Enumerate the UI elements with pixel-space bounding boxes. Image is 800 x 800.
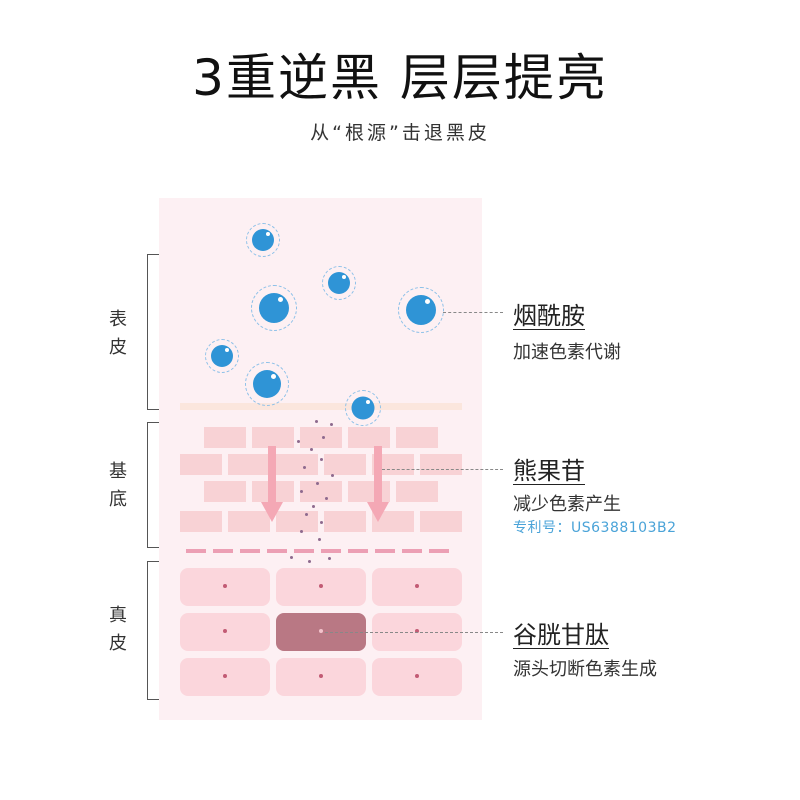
cell-nucleus xyxy=(415,674,419,678)
leader-line xyxy=(443,312,503,313)
brick xyxy=(396,427,438,448)
cell-nucleus xyxy=(319,584,323,588)
cell-nucleus xyxy=(319,674,323,678)
ingredient-name: 熊果苷 xyxy=(513,451,585,486)
pigment-dot xyxy=(312,505,315,508)
dermis-bracket xyxy=(147,561,159,700)
pigment-dot xyxy=(330,423,333,426)
pigment-dot xyxy=(310,448,313,451)
brick xyxy=(420,454,462,475)
brick xyxy=(324,454,366,475)
brick xyxy=(348,481,390,502)
pigment-dot xyxy=(318,538,321,541)
ingredient-name: 谷胱甘肽 xyxy=(513,615,609,650)
pigment-dot xyxy=(308,560,311,563)
pigment-dot xyxy=(315,420,318,423)
brick xyxy=(300,427,342,448)
membrane-dash xyxy=(375,549,395,553)
cell-nucleus xyxy=(223,629,227,633)
patent-number: 专利号：US6388103B2 xyxy=(513,517,677,537)
melanin-bubble-icon xyxy=(251,285,297,331)
pigment-dot xyxy=(331,474,334,477)
melanin-bubble-icon xyxy=(322,266,356,300)
cell-nucleus xyxy=(223,674,227,678)
membrane-dash xyxy=(240,549,260,553)
layer-label-dermis-1: 真 xyxy=(103,601,133,631)
melanin-bubble-icon xyxy=(205,339,239,373)
pigment-dot xyxy=(320,458,323,461)
brick xyxy=(228,454,270,475)
page-title: 3重逆黑 层层提亮 xyxy=(0,38,800,110)
brick xyxy=(300,481,342,502)
layer-label-basal-2: 底 xyxy=(103,485,133,515)
pigment-dot xyxy=(322,436,325,439)
brick xyxy=(396,481,438,502)
ingredient-name: 烟酰胺 xyxy=(513,296,585,331)
brick xyxy=(276,454,318,475)
ingredient-desc: 加速色素代谢 xyxy=(513,338,621,364)
pigment-dot xyxy=(320,521,323,524)
layer-label-epidermis-1: 表 xyxy=(103,305,133,335)
membrane-dash xyxy=(186,549,206,553)
epidermis-bracket xyxy=(147,254,159,410)
brick xyxy=(180,454,222,475)
membrane-dash xyxy=(294,549,314,553)
membrane-dash xyxy=(267,549,287,553)
leader-line xyxy=(382,469,503,470)
layer-label-epidermis-2: 皮 xyxy=(103,333,133,363)
basal-bracket xyxy=(147,422,159,548)
brick xyxy=(204,481,246,502)
membrane-dash xyxy=(213,549,233,553)
membrane-dash xyxy=(429,549,449,553)
melanin-bubble-icon xyxy=(245,362,289,406)
layer-label-dermis-2: 皮 xyxy=(103,629,133,659)
ingredient-desc: 源头切断色素生成 xyxy=(513,655,657,681)
brick xyxy=(348,427,390,448)
brick xyxy=(252,427,294,448)
pigment-dot xyxy=(300,530,303,533)
membrane-dash xyxy=(348,549,368,553)
cell-nucleus xyxy=(223,584,227,588)
pigment-dot xyxy=(328,557,331,560)
pigment-dot xyxy=(325,497,328,500)
layer-label-basal-1: 基 xyxy=(103,457,133,487)
pigment-dot xyxy=(297,440,300,443)
pigment-dot xyxy=(303,466,306,469)
melanin-bubble-icon xyxy=(246,223,280,257)
ingredient-desc: 减少色素产生 xyxy=(513,490,621,516)
cell-nucleus xyxy=(319,629,323,633)
brick xyxy=(204,427,246,448)
page-subtitle: 从“根源”击退黑皮 xyxy=(0,118,800,145)
membrane-dash xyxy=(402,549,422,553)
cell-nucleus xyxy=(415,584,419,588)
pigment-dot xyxy=(305,513,308,516)
pigment-dot xyxy=(290,556,293,559)
leader-line xyxy=(325,632,503,633)
pigment-dot xyxy=(316,482,319,485)
melanin-bubble-icon xyxy=(398,287,444,333)
epidermis-band xyxy=(180,403,462,410)
pigment-dot xyxy=(300,490,303,493)
brick xyxy=(180,511,222,532)
brick xyxy=(420,511,462,532)
membrane-dash xyxy=(321,549,341,553)
brick xyxy=(324,511,366,532)
melanin-bubble-icon xyxy=(345,390,381,426)
